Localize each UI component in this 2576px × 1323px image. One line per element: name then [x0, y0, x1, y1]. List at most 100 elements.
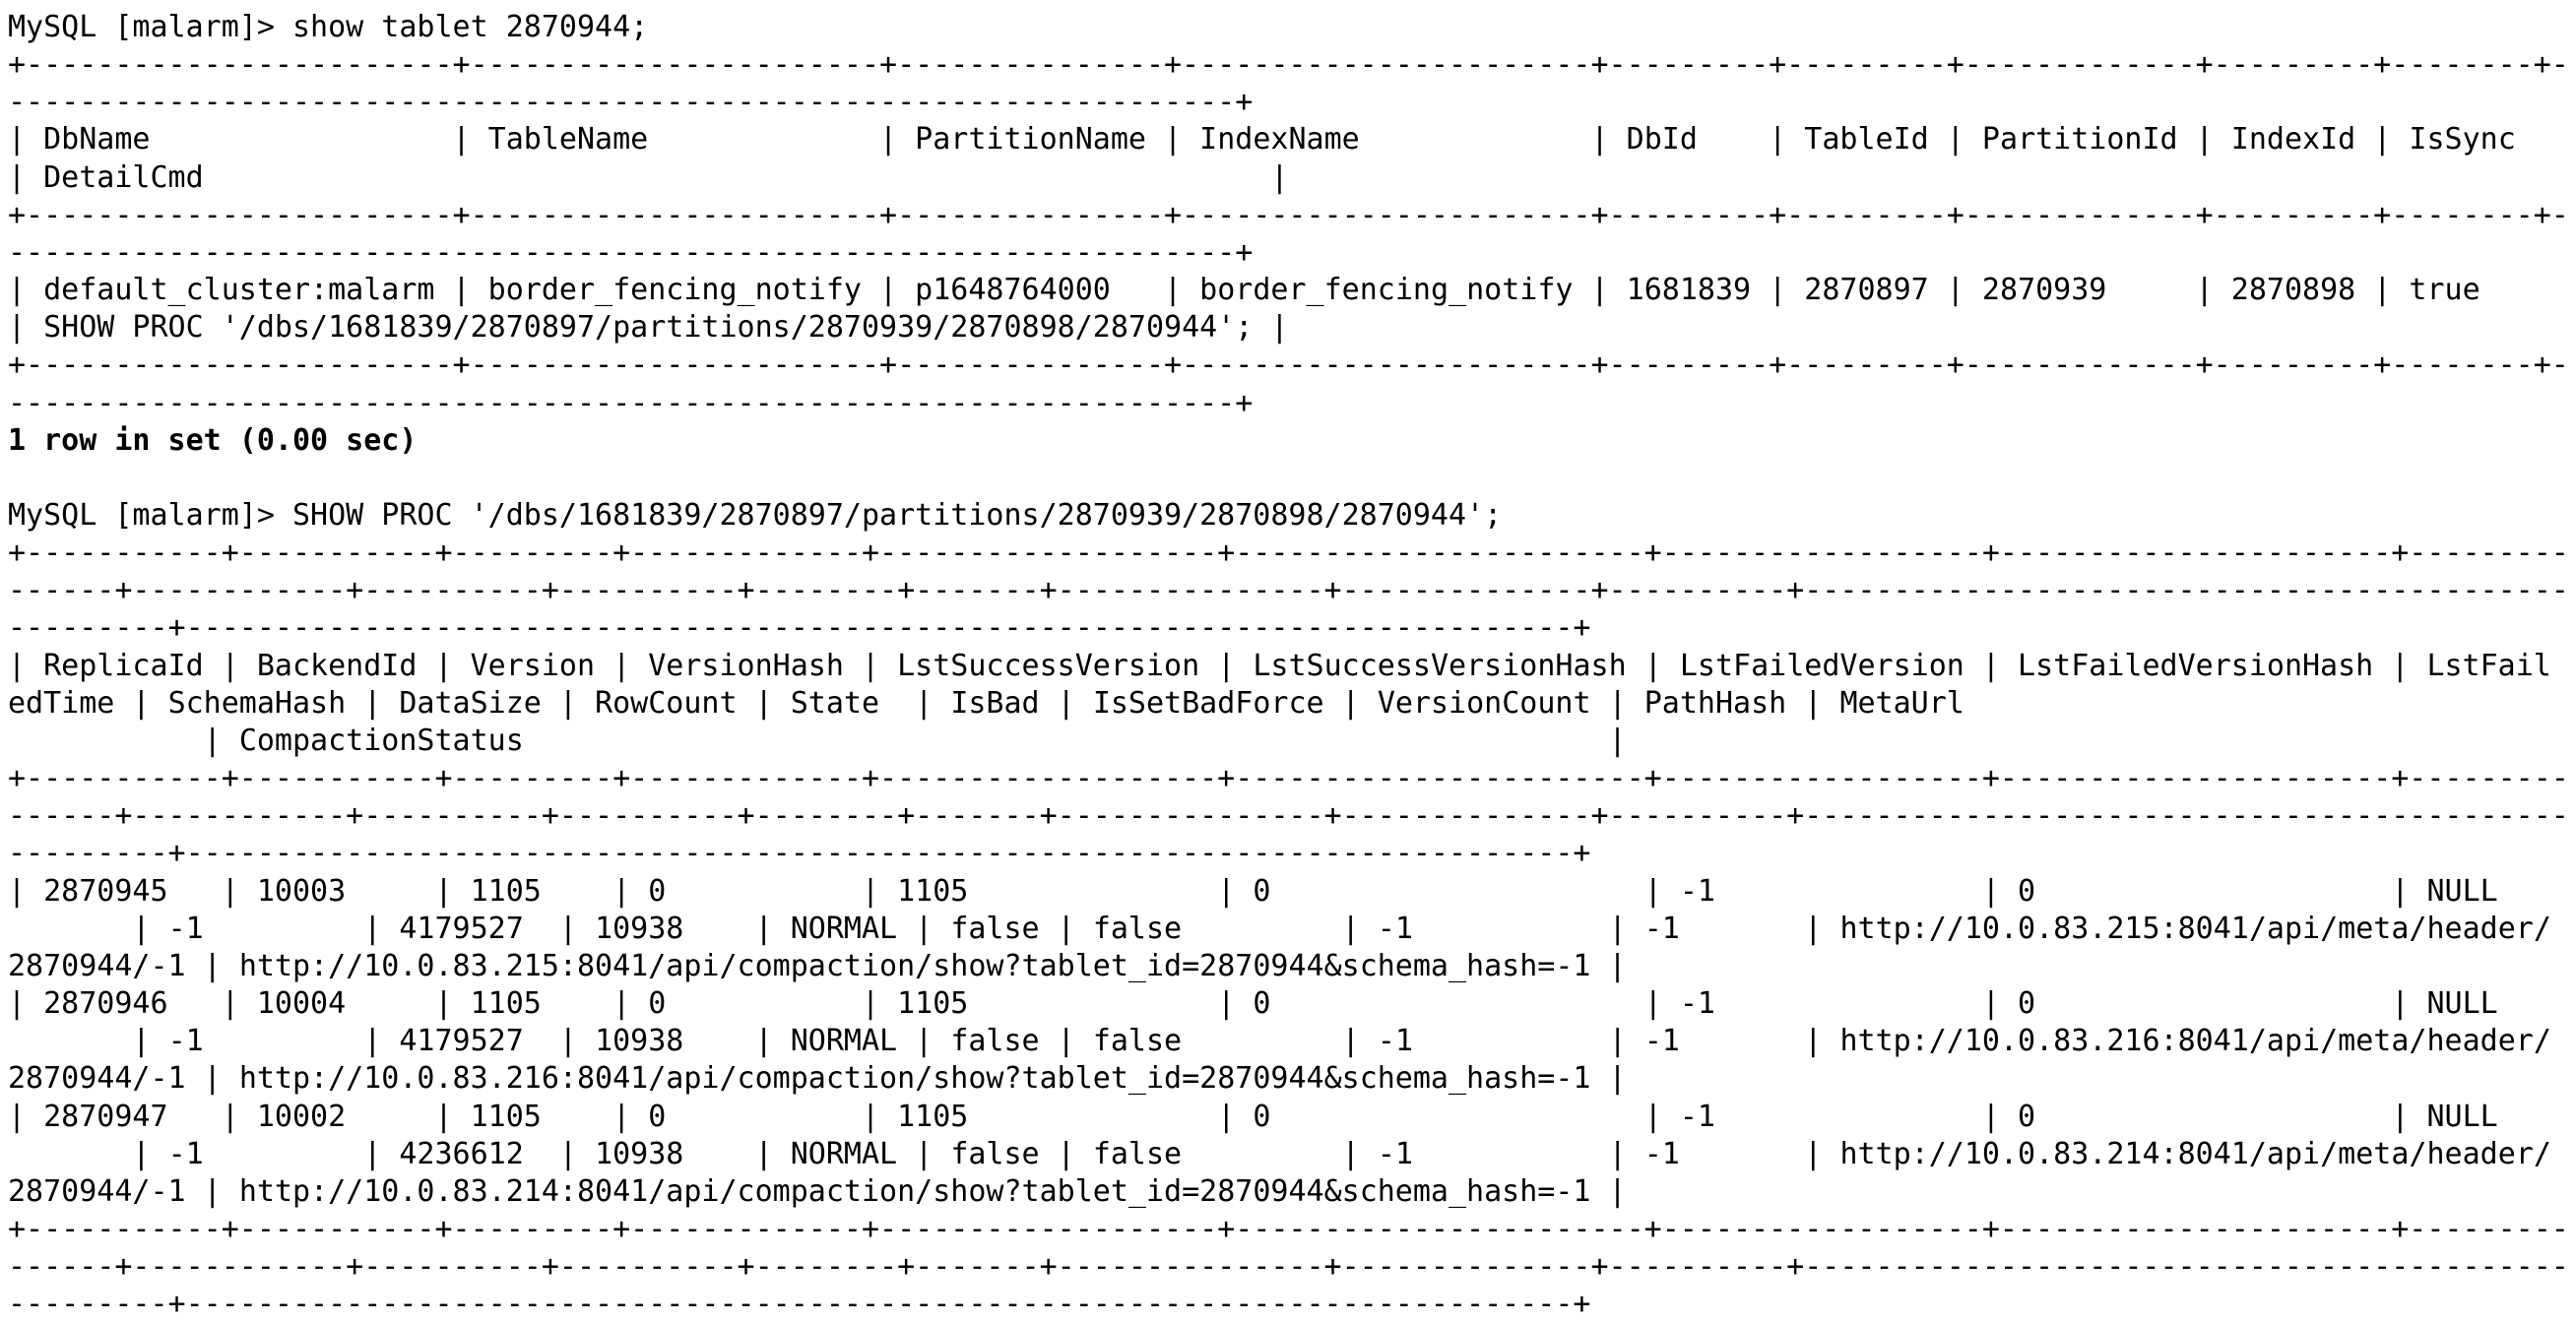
table-border: +------------------------+--------------… — [8, 197, 2569, 270]
column-header: LstFailedVersion — [1679, 648, 1964, 683]
column-header: PathHash — [1643, 685, 1787, 721]
column-header: ReplicaId — [43, 648, 204, 683]
column-header: DetailCmd — [43, 159, 204, 195]
table-cell: false — [950, 911, 1040, 946]
table-cell: 4179527 — [399, 911, 524, 946]
table-cell: http://10.0.83.216:8041/api/compaction/s… — [238, 1061, 1591, 1097]
terminal-output[interactable]: MySQL [malarm]> show tablet 2870944;+---… — [8, 9, 2569, 1323]
column-header: VersionCount — [1377, 685, 1591, 721]
row-count-status: 1 row in set (0.00 sec) — [8, 422, 418, 458]
table-cell: 0 — [648, 1099, 667, 1134]
column-header: IndexId — [2230, 122, 2356, 158]
table-cell: 10002 — [256, 1099, 347, 1134]
table-cell: http://10.0.83.216:8041/api/meta/header/… — [8, 1024, 2551, 1097]
table-cell: SHOW PROC '/dbs/1681839/2870897/partitio… — [43, 310, 1254, 346]
table-cell: 2870947 — [43, 1099, 168, 1134]
table-cell: default_cluster:malarm — [43, 273, 435, 308]
table-cell: 10004 — [256, 986, 347, 1022]
prompt-line: MySQL [malarm]> show tablet 2870944; — [8, 9, 2569, 46]
column-header: BackendId — [256, 648, 418, 683]
table-cell: http://10.0.83.215:8041/api/compaction/s… — [238, 948, 1591, 983]
blank-line — [8, 460, 2569, 497]
table-cell: false — [1092, 1136, 1183, 1171]
table-cell: 4179527 — [399, 1024, 524, 1059]
status-line: 1 row in set (0.00 sec) — [8, 422, 2569, 460]
table-cell: -1 — [167, 1024, 204, 1059]
table-row: | default_cluster:malarm | border_fencin… — [8, 273, 2534, 346]
table-cell: http://10.0.83.214:8041/api/compaction/s… — [238, 1173, 1591, 1209]
table-row: | 2870945 | 10003 | 1105 | 0 | 1105 | 0 … — [8, 873, 2551, 983]
table-row: | 2870947 | 10002 | 1105 | 0 | 1105 | 0 … — [8, 1099, 2551, 1209]
column-header: IsSetBadForce — [1092, 685, 1324, 721]
table-cell: NORMAL — [790, 1024, 898, 1059]
table-cell: 2870897 — [1804, 273, 1929, 308]
column-header: PartitionId — [1981, 122, 2178, 158]
table-cell: -1 — [167, 1136, 204, 1171]
table-cell: 10938 — [595, 1024, 684, 1059]
table-cell: 2870898 — [2230, 273, 2356, 308]
table-cell: 0 — [2018, 873, 2036, 909]
column-header: SchemaHash — [167, 685, 347, 721]
column-header: LstSuccessVersionHash — [1253, 648, 1627, 683]
table-cell: false — [950, 1136, 1040, 1171]
table-border: +-----------+-----------+---------+-----… — [8, 536, 2569, 646]
table-cell: -1 — [1377, 1136, 1413, 1171]
table-cell: false — [950, 1024, 1040, 1059]
table-cell: 1105 — [897, 1099, 969, 1134]
table-cell: -1 — [1643, 1024, 1680, 1059]
table-cell: false — [1092, 1024, 1183, 1059]
column-header: PartitionName — [915, 122, 1146, 158]
command: show tablet 2870944; — [291, 10, 649, 44]
table-cell: 10938 — [595, 1136, 684, 1171]
table-cell: NORMAL — [790, 911, 898, 946]
table-cell: -1 — [1679, 986, 1715, 1022]
column-header: LstSuccessVersion — [897, 648, 1200, 683]
table-cell: true — [2409, 273, 2480, 308]
table-border: +-----------+-----------+---------+-----… — [8, 761, 2569, 871]
column-header: IsSync — [2409, 122, 2516, 158]
table-cell: false — [1092, 911, 1183, 946]
table-cell: p1648764000 — [915, 273, 1111, 308]
table-cell: -1 — [1377, 1024, 1413, 1059]
table-cell: http://10.0.83.215:8041/api/meta/header/… — [8, 911, 2551, 983]
table-header-row: | ReplicaId | BackendId | Version | Vers… — [8, 648, 2551, 758]
table-cell: -1 — [1679, 1099, 1715, 1134]
table-cell: 0 — [648, 986, 667, 1022]
table-cell: 0 — [2018, 1099, 2036, 1134]
table-cell: 1681839 — [1626, 273, 1752, 308]
table-cell: 1105 — [470, 1099, 542, 1134]
column-header: Version — [470, 648, 596, 683]
table-cell: -1 — [1643, 1136, 1680, 1171]
table-cell: 10938 — [595, 911, 684, 946]
table-cell: http://10.0.83.214:8041/api/meta/header/… — [8, 1136, 2551, 1209]
column-header: State — [790, 685, 880, 721]
column-header: DbId — [1626, 122, 1698, 158]
column-header: IsBad — [950, 685, 1040, 721]
table-cell: border_fencing_notify — [1199, 273, 1574, 308]
table-border: +-----------+-----------+---------+-----… — [8, 1211, 2569, 1322]
table-cell: 1105 — [897, 986, 969, 1022]
table-cell: 4236612 — [399, 1136, 524, 1171]
column-header: IndexName — [1199, 122, 1360, 158]
table-cell: 1105 — [470, 873, 542, 909]
table-cell: 0 — [1253, 986, 1271, 1022]
column-header: TableName — [487, 122, 649, 158]
column-header: CompactionStatus — [238, 723, 524, 758]
table-cell: border_fencing_notify — [487, 273, 862, 308]
table-row: | 2870946 | 10004 | 1105 | 0 | 1105 | 0 … — [8, 986, 2551, 1097]
table-cell: -1 — [1377, 911, 1413, 946]
table-cell: 2870939 — [1981, 273, 2107, 308]
prompt: MySQL [malarm]> — [8, 10, 292, 44]
table-cell: -1 — [167, 911, 204, 946]
table-cell: 2870945 — [43, 873, 168, 909]
table-cell: 0 — [648, 873, 667, 909]
table-cell: 0 — [2018, 986, 2036, 1022]
column-header: LstFailedTime — [8, 648, 2551, 721]
column-header: VersionHash — [648, 648, 844, 683]
table-border: +------------------------+--------------… — [8, 47, 2569, 120]
column-header: DataSize — [399, 685, 542, 721]
table-cell: 0 — [1253, 1099, 1271, 1134]
table-header-row: | DbName | TableName | PartitionName | I… — [8, 122, 2534, 195]
table-cell: NULL — [2426, 1099, 2498, 1134]
column-header: MetaUrl — [1839, 685, 1964, 721]
